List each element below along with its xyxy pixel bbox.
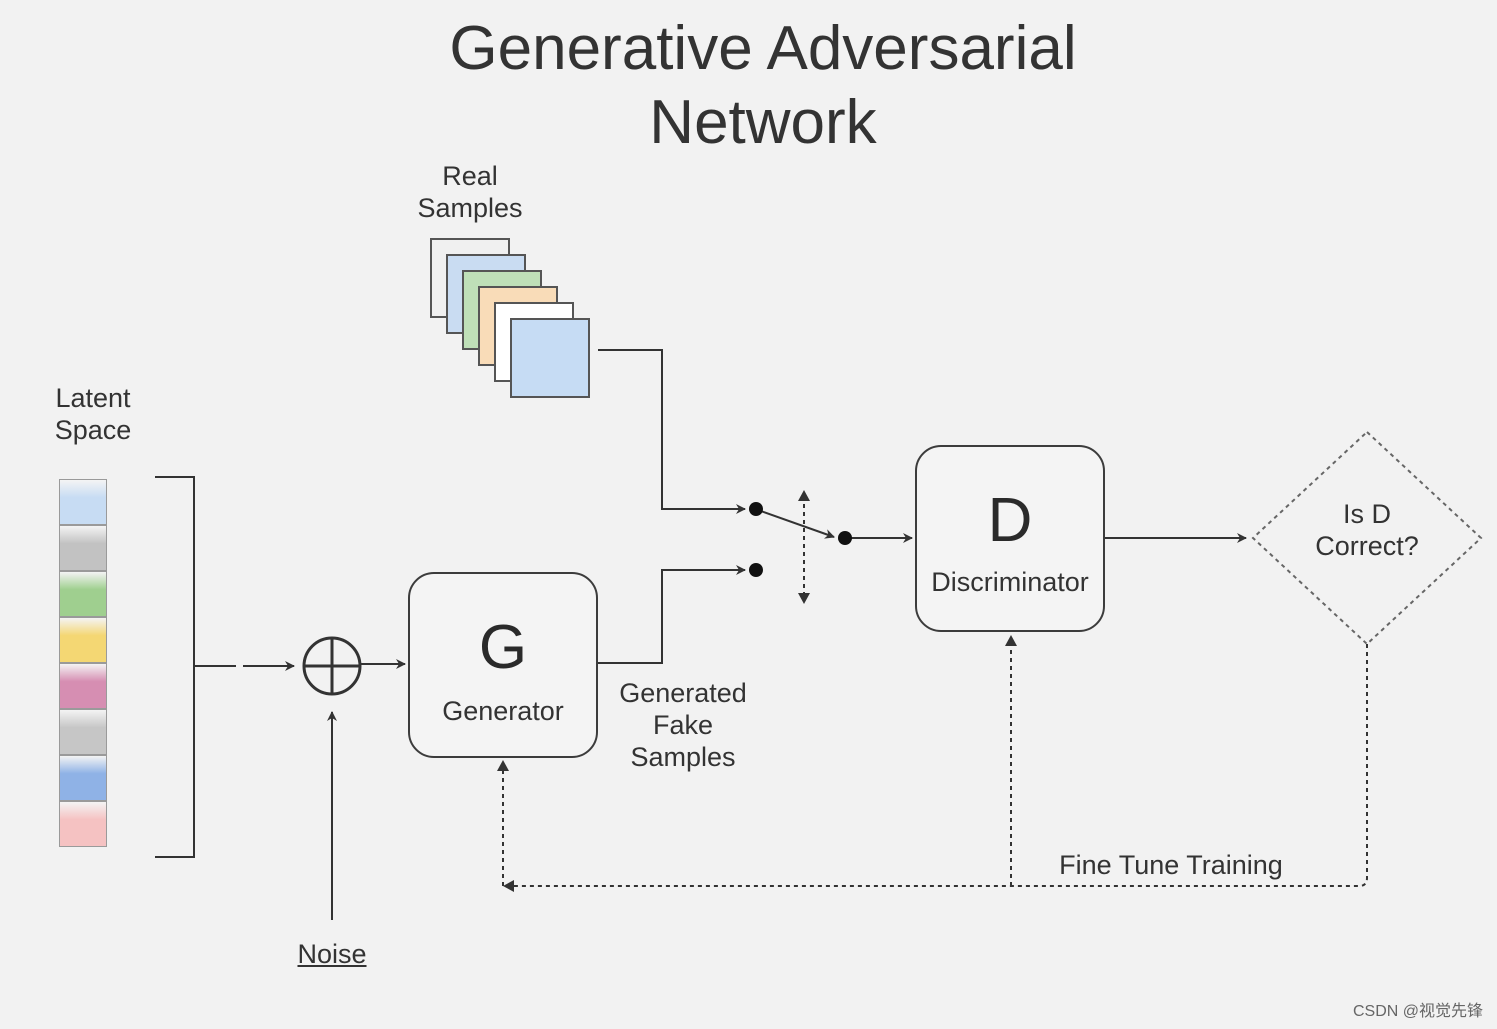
generator-name: Generator <box>442 696 564 726</box>
switch-terminal-real <box>749 502 763 516</box>
latent-cell-8 <box>59 801 107 847</box>
fake-to-switch-arrow <box>598 565 746 664</box>
generator-letter: G <box>478 613 528 682</box>
switch-lever <box>754 508 835 539</box>
latent-cell-2 <box>59 525 107 571</box>
switch-output <box>838 531 852 545</box>
decision-diamond <box>1251 430 1483 646</box>
real-sample-6 <box>510 318 590 398</box>
generator-box: G Generator <box>408 572 598 758</box>
real-to-switch-arrow <box>598 349 746 514</box>
decision-label: Is D Correct? <box>1315 499 1419 561</box>
latent-cell-5 <box>59 663 107 709</box>
latent-space-label: Latent Space <box>54 383 132 445</box>
latent-cell-1 <box>59 479 107 525</box>
title-line-2: Network <box>649 88 877 157</box>
discriminator-letter: D <box>987 486 1033 555</box>
latent-cell-3 <box>59 571 107 617</box>
fine-tune-training-label: Fine Tune Training <box>1059 850 1283 880</box>
feedback-line <box>512 644 1368 887</box>
title-line-1: Generative Adversarial <box>449 14 1077 83</box>
discriminator-box: D Discriminator <box>915 445 1105 632</box>
discriminator-name: Discriminator <box>931 567 1089 597</box>
noise-label: Noise <box>297 939 367 969</box>
diagram-title: Generative Adversarial Network <box>0 12 1497 160</box>
adder-icon <box>302 636 362 696</box>
real-samples-label: Real Samples <box>417 161 523 223</box>
watermark: CSDN @视觉先锋 <box>1352 1003 1483 1020</box>
latent-cell-7 <box>59 755 107 801</box>
latent-cell-4 <box>59 617 107 663</box>
switch-terminal-fake <box>749 563 763 577</box>
generated-fake-samples-label: Generated Fake Samples <box>619 678 747 772</box>
latent-cell-6 <box>59 709 107 755</box>
latent-bracket <box>155 476 195 858</box>
